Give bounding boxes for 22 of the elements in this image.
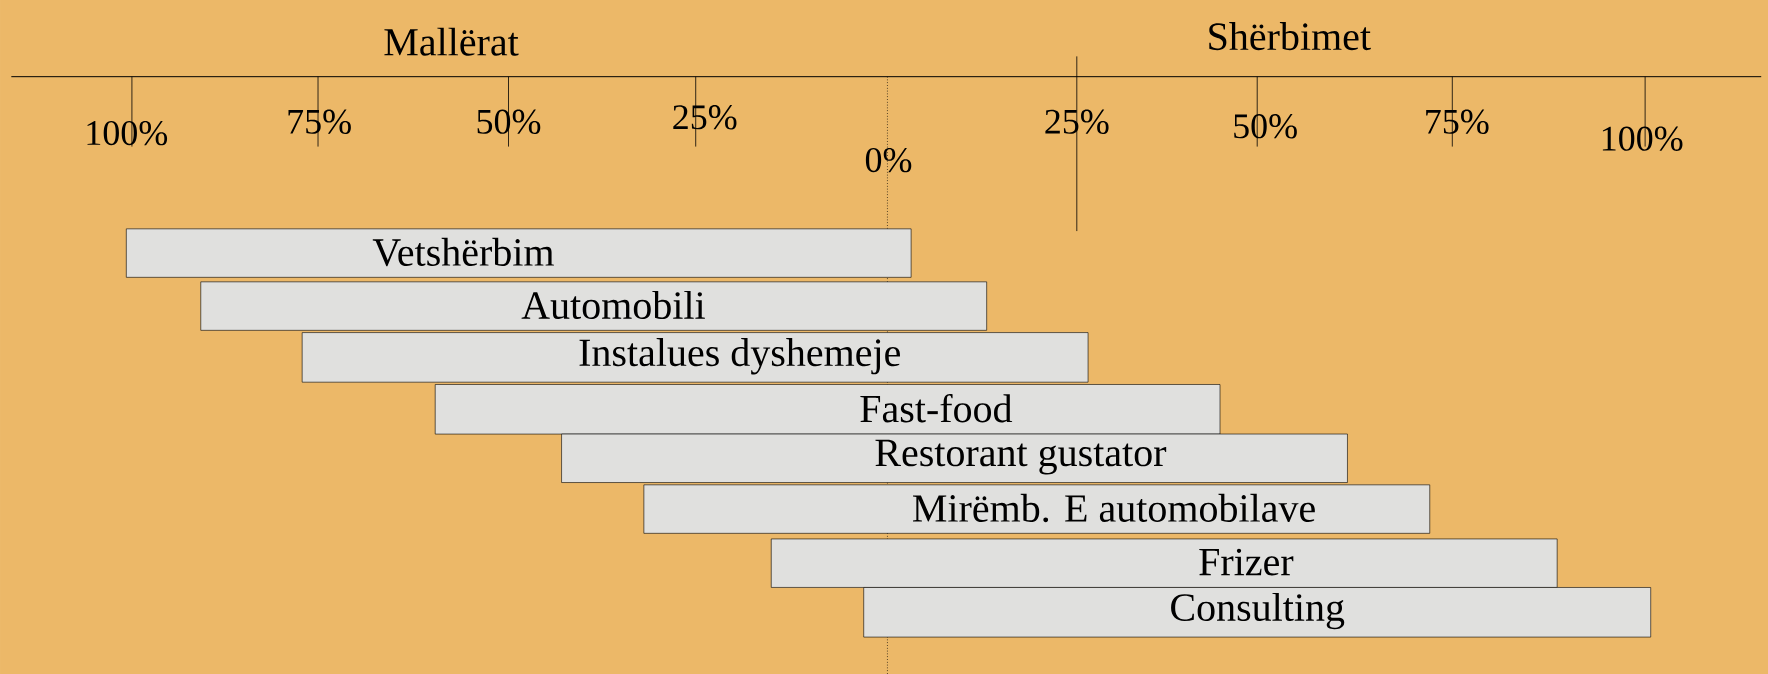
bar: [126, 228, 912, 278]
bar: [863, 587, 1651, 638]
axis-title: Shërbimet: [1209, 22, 1371, 51]
bar-label: Automobili: [521, 290, 705, 320]
tick-label: 75%: [288, 109, 351, 134]
tick-label: 100%: [1602, 126, 1683, 151]
bar-label: Frizer: [1199, 548, 1294, 576]
bar-label: Consulting: [1171, 592, 1345, 630]
bar: [200, 281, 987, 331]
bar: [434, 384, 1221, 435]
bar: [643, 484, 1431, 534]
bar-label: Mirëmb. E automobilave: [913, 493, 1315, 523]
bar: [561, 433, 1348, 483]
bar: [770, 538, 1558, 588]
bar-label: Fast-food: [860, 393, 1013, 423]
bar: [301, 332, 1089, 383]
axis-title: Mallërat: [384, 27, 519, 56]
bar-label: Restorant gustator: [875, 439, 1167, 475]
bar-label: Instalues dyshemeje: [579, 338, 900, 375]
tick-label: 100%: [87, 120, 168, 146]
bar-label: Vetshërbim: [372, 237, 554, 267]
tick-label: 0%: [865, 147, 912, 173]
